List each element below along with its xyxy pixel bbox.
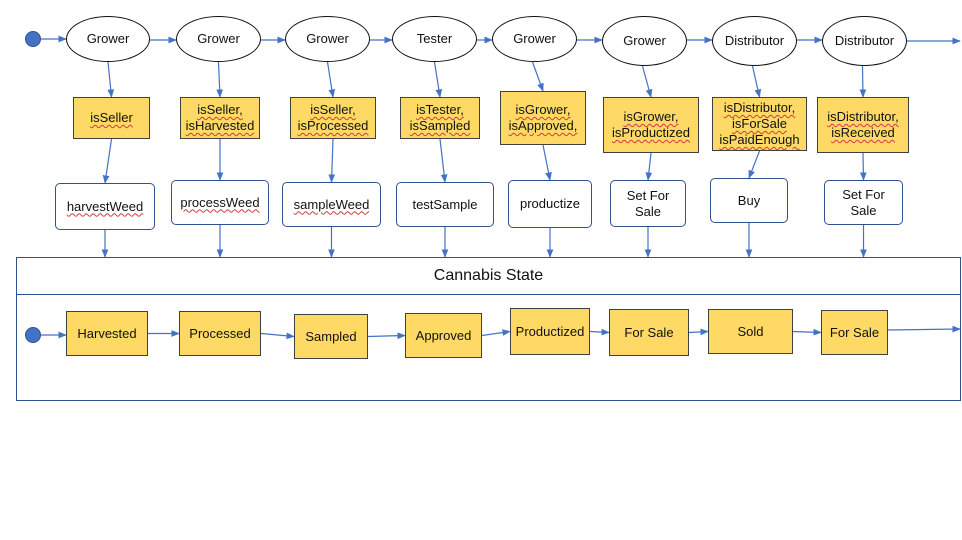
actor-node-8-label: Distributor xyxy=(834,33,895,48)
actor-node-7-label: Distributor xyxy=(724,33,785,48)
connector-arrow-26 xyxy=(645,152,653,181)
actor-node-2: Grower xyxy=(176,16,261,62)
cannabis-state-header xyxy=(16,257,961,295)
guard-box-8-label: isDistributor, isReceived xyxy=(827,109,899,140)
state-box-3: Sampled xyxy=(294,314,368,359)
state-box-8-label: For Sale xyxy=(829,324,880,340)
connector-arrow-29 xyxy=(748,150,761,179)
action-box-5-label: productize xyxy=(520,196,580,211)
state-box-7-label: Sold xyxy=(737,323,764,339)
state-box-6: For Sale xyxy=(609,309,689,356)
state-box-1-label: Harvested xyxy=(77,325,137,341)
guard-box-3: isSeller, isProcessed xyxy=(290,97,376,139)
state-box-5: Productized xyxy=(510,308,590,355)
action-box-6-label: Set For Sale xyxy=(626,187,670,219)
connector-arrow-17 xyxy=(328,138,336,183)
action-box-2-label: processWeed xyxy=(180,194,260,210)
guard-box-7: isDistributor, isForSale isPaidEnough xyxy=(712,97,807,151)
state-box-3-label: Sampled xyxy=(305,328,357,344)
actor-node-1-label: Grower xyxy=(86,31,130,46)
top-start-node xyxy=(25,31,41,47)
connector-arrow-37 xyxy=(367,332,406,340)
action-box-8: Set For Sale xyxy=(824,180,903,225)
guard-box-1-label: isSeller xyxy=(90,110,133,125)
state-box-1: Harvested xyxy=(66,311,148,356)
action-box-7-label: Buy xyxy=(737,192,761,208)
connector-arrow-28 xyxy=(751,65,762,98)
actor-node-4-label: Tester xyxy=(416,31,453,46)
connector-arrow-39 xyxy=(589,328,610,336)
connector-arrow-31 xyxy=(859,65,867,98)
guard-box-2-label: isSeller, isHarvested xyxy=(185,102,255,133)
guard-box-3-label: isSeller, isProcessed xyxy=(297,102,369,133)
action-box-1: harvestWeed xyxy=(55,183,155,230)
action-box-8-label: Set For Sale xyxy=(842,186,885,218)
actor-node-3-label: Grower xyxy=(306,31,349,46)
actor-node-7: Distributor xyxy=(712,16,797,66)
actor-node-8: Distributor xyxy=(822,16,907,66)
connector-arrow-42 xyxy=(887,325,961,333)
action-box-4: testSample xyxy=(396,182,494,227)
state-box-7: Sold xyxy=(708,309,793,354)
guard-box-5-label: isGrower, isApproved, xyxy=(508,102,578,133)
actor-node-4: Tester xyxy=(392,16,477,62)
connector-arrow-11 xyxy=(102,138,113,184)
state-box-2-label: Processed xyxy=(189,325,251,341)
guard-box-7-label: isDistributor, isForSale isPaidEnough xyxy=(719,100,800,147)
connector-arrow-13 xyxy=(216,61,224,98)
state-box-6-label: For Sale xyxy=(624,324,674,340)
actor-node-1: Grower xyxy=(66,16,150,62)
guard-box-8: isDistributor, isReceived xyxy=(817,97,909,153)
actor-node-6: Grower xyxy=(602,16,687,66)
action-box-1-label: harvestWeed xyxy=(66,198,144,214)
guard-box-4-label: isTester, isSampled xyxy=(409,102,471,133)
connector-arrow-41 xyxy=(792,328,822,336)
actor-node-6-label: Grower xyxy=(623,33,666,48)
actor-node-3: Grower xyxy=(285,16,370,62)
guard-box-4: isTester, isSampled xyxy=(400,97,480,139)
action-box-3: sampleWeed xyxy=(282,182,381,227)
connector-arrow-19 xyxy=(433,61,443,98)
action-box-4-label: testSample xyxy=(412,196,478,212)
guard-box-2: isSeller, isHarvested xyxy=(180,97,260,139)
action-box-2: processWeed xyxy=(171,180,269,225)
state-box-5-label: Productized xyxy=(515,323,585,339)
connector-arrow-25 xyxy=(641,65,653,98)
connector-arrow-36 xyxy=(260,332,295,340)
connector-arrow-40 xyxy=(688,328,709,336)
connector-arrow-10 xyxy=(107,61,115,98)
connector-arrow-20 xyxy=(439,138,448,183)
actor-node-5: Grower xyxy=(492,16,577,62)
guard-box-6: isGrower, isProductized xyxy=(603,97,699,153)
action-box-5: productize xyxy=(508,180,592,228)
actor-node-5-label: Grower xyxy=(513,31,556,46)
guard-box-5: isGrower, isApproved, xyxy=(500,91,586,145)
connector-arrow-38 xyxy=(481,329,511,337)
state-box-2: Processed xyxy=(179,311,261,356)
panel-title: Cannabis State xyxy=(433,267,544,284)
connector-arrow-32 xyxy=(860,152,867,181)
actor-node-2-label: Grower xyxy=(197,31,240,46)
action-box-6: Set For Sale xyxy=(610,180,686,227)
action-box-3-label: sampleWeed xyxy=(293,196,370,212)
connector-arrow-22 xyxy=(531,61,544,92)
guard-box-1: isSeller xyxy=(73,97,150,139)
guard-box-6-label: isGrower, isProductized xyxy=(611,109,691,140)
state-start-node xyxy=(25,327,41,343)
action-box-7: Buy xyxy=(710,178,788,223)
connector-arrow-23 xyxy=(542,144,552,181)
state-box-8: For Sale xyxy=(821,310,888,355)
state-box-4: Approved xyxy=(405,313,482,358)
connector-arrow-16 xyxy=(326,61,336,98)
state-box-4-label: Approved xyxy=(415,327,472,343)
